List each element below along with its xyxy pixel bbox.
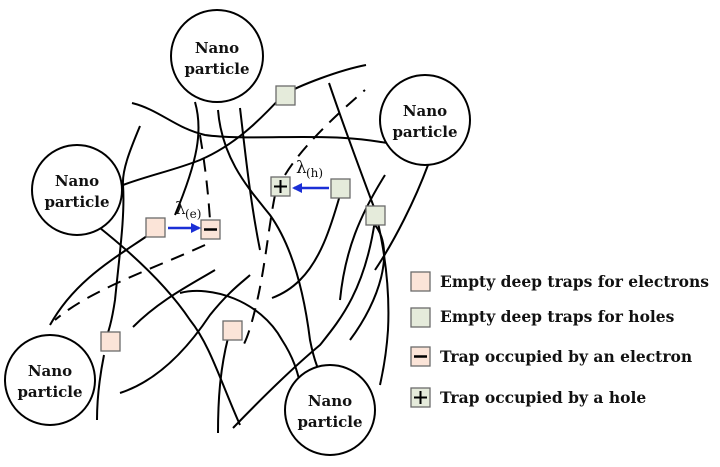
occupied-hole-trap (270, 176, 291, 197)
legend-label: Trap occupied by an electron (440, 347, 692, 366)
legend-label: Empty deep traps for holes (440, 307, 675, 326)
occupied-electron-trap (200, 219, 221, 240)
polymer-chain (49, 235, 148, 326)
legend-item-occupied-hole: Trap occupied by a hole (410, 387, 646, 408)
dashed-path (239, 194, 276, 351)
empty-electron-trap (145, 217, 166, 238)
polymer-chain (99, 227, 241, 426)
legend-item-empty-electron: Empty deep traps for electrons (410, 271, 709, 292)
nanoparticle-label: Nano (308, 392, 352, 410)
polymer-chain (174, 101, 200, 216)
legend-swatch (410, 307, 431, 328)
nanoparticle-right: Nano particle (379, 74, 471, 166)
legend-label: Trap occupied by a hole (440, 388, 646, 407)
nanoparticle-bottom: Nano particle (284, 364, 376, 456)
empty-electron-trap (222, 320, 243, 341)
legend-label: Empty deep traps for electrons (440, 272, 709, 291)
empty-hole-trap (365, 205, 386, 226)
nanoparticle-label: particle (17, 383, 82, 401)
plus-icon (414, 391, 427, 404)
nanoparticle-label: particle (297, 413, 362, 431)
legend-item-empty-hole: Empty deep traps for holes (410, 307, 675, 328)
polymer-chain (217, 109, 326, 381)
polymer-chain (232, 219, 376, 429)
polymer-chain (271, 194, 341, 299)
polymer-chain (103, 125, 141, 343)
polymer-chain (96, 354, 105, 421)
polymer-chain (217, 337, 229, 434)
lambda-subscript: (h) (306, 166, 323, 180)
polymer-chain (122, 94, 284, 186)
nanoparticle-label: Nano (55, 172, 99, 190)
nanoparticle-label: Nano (403, 102, 447, 120)
polymer-chain (374, 164, 429, 271)
polymer-chain (179, 289, 301, 384)
polymer-chain (349, 224, 386, 341)
dashed-path (54, 244, 206, 321)
legend-item-occupied-electron: Trap occupied by an electron (410, 346, 692, 367)
polymer-chain (132, 269, 216, 328)
plus-icon (274, 180, 287, 193)
nanoparticle-top: Nano particle (170, 9, 264, 103)
nanoparticle-label: particle (44, 193, 109, 211)
nanoparticle-label: particle (184, 60, 249, 78)
nanoparticle-left: Nano particle (31, 144, 123, 236)
polymer-chains (49, 64, 429, 434)
empty-electron-trap (100, 331, 121, 352)
lambda-symbol: λ (296, 158, 307, 178)
empty-hole-trap (330, 178, 351, 199)
nanoparticle-label: Nano (195, 39, 239, 57)
lambda-subscript: (e) (185, 207, 201, 221)
dashed-paths (54, 89, 366, 351)
dashed-path (284, 89, 366, 176)
polymer-chain (119, 274, 251, 394)
electron-hop: λ (e) (168, 199, 201, 233)
lambda-symbol: λ (175, 199, 186, 219)
nanoparticle-label: Nano (28, 362, 72, 380)
polymer-chain (339, 174, 386, 301)
traps (100, 85, 386, 352)
legend: Empty deep traps for electrons Empty dee… (410, 271, 709, 408)
hole-hop: λ (h) (292, 158, 329, 193)
nanoparticle-bottom-left: Nano particle (4, 334, 96, 426)
nanoparticle-label: particle (392, 123, 457, 141)
legend-swatch (410, 271, 431, 292)
empty-hole-trap (275, 85, 296, 106)
polymer-chain (239, 107, 261, 251)
dashed-path (199, 134, 211, 221)
